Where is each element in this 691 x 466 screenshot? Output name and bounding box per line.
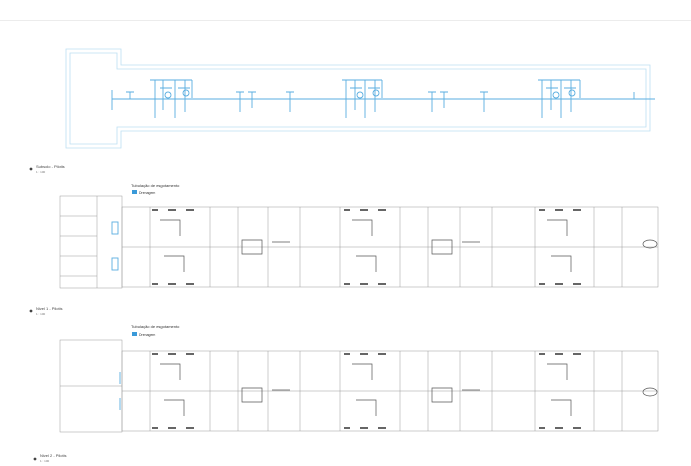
drawing-canvas[interactable]: Subsolo - Pilotis 1 : 100 Tubulação de e… (0, 22, 691, 466)
view-title-2: Nivel 1 - Pilotis (36, 306, 62, 311)
legend-swatch-1 (132, 190, 137, 194)
pipe-cluster-3 (538, 79, 581, 118)
legend-title-2: Tubulação de esgotamento (131, 324, 180, 329)
view-marker-2 (29, 309, 33, 313)
legend-label-2: Drenagem (139, 333, 155, 337)
legend-label-1: Drenagem (139, 191, 155, 195)
floor-plan-2 (59, 339, 659, 433)
view-caption-3: Nivel 2 - Pilotis 1 : 100 (33, 453, 66, 463)
floor-plan-1: · (59, 195, 659, 289)
view-scale-1: 1 : 100 (36, 170, 46, 174)
plan1-wall-marks (152, 209, 581, 285)
pipe-hooks (126, 91, 635, 112)
view-caption-2: Nivel 1 - Pilotis 1 : 100 (29, 306, 62, 316)
pipe-stub-left (111, 90, 121, 110)
plan1-left-block (59, 195, 123, 289)
section-outline-inner (69, 52, 647, 145)
view-marker-3 (33, 457, 37, 461)
sheet-svg: Subsolo - Pilotis 1 : 100 Tubulação de e… (29, 48, 659, 463)
plan1-room-tag-1: · (240, 244, 241, 247)
view-title-3: Nivel 2 - Pilotis (40, 453, 66, 458)
plan1-fixtures (160, 219, 658, 272)
pipe-cluster-2 (342, 79, 383, 118)
view-scale-3: 1 : 100 (40, 459, 50, 463)
legend-1: Tubulação de esgotamento Drenagem (131, 183, 180, 195)
plan1-blue-riser-a (111, 221, 119, 235)
view-title-1: Subsolo - Pilotis (36, 164, 65, 169)
pipe-cluster-1 (150, 79, 193, 118)
plan2-fixtures (160, 363, 658, 416)
view-scale-2: 1 : 100 (36, 312, 46, 316)
legend-title-1: Tubulação de esgotamento (131, 183, 180, 188)
toolbar-strip (0, 0, 691, 21)
view-marker-1 (29, 167, 33, 171)
section-outline (65, 48, 651, 149)
plan1-blue-riser-b (111, 257, 119, 271)
view-caption-1: Subsolo - Pilotis 1 : 100 (29, 164, 65, 174)
section-view (65, 48, 655, 149)
plan2-wall-marks (152, 353, 581, 429)
legend-2: Tubulação de esgotamento Drenagem (131, 324, 180, 337)
legend-swatch-2 (132, 332, 137, 336)
